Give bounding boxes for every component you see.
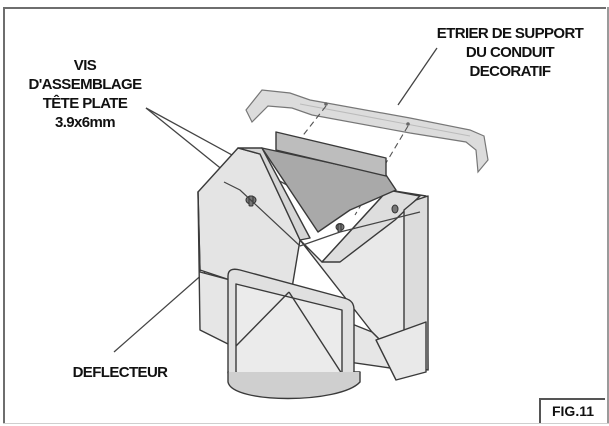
screw-label-line: 3.9x6mm	[54, 114, 116, 131]
bracket-label-line: DECORATIF	[469, 63, 552, 80]
screw-label-line: D'ASSEMBLAGE	[28, 76, 142, 93]
deflector-outlet	[227, 268, 361, 400]
screw-label-line: TÊTE PLATE	[42, 95, 128, 112]
bracket-label-line: DU CONDUIT	[465, 44, 555, 61]
deflector-label-line: DEFLECTEUR	[72, 364, 168, 381]
screw-icon	[391, 204, 399, 214]
figure-frame	[3, 7, 606, 423]
support-bracket	[245, 89, 489, 174]
figure-number: FIG.11	[539, 398, 605, 423]
deflector-label: DEFLECTEUR	[55, 363, 185, 382]
frame-right-edge	[607, 7, 609, 423]
screw-label: VIS D'ASSEMBLAGE TÊTE PLATE 3.9x6mm	[20, 56, 150, 132]
frame-bottom-edge	[3, 423, 609, 424]
bracket-label: ETRIER DE SUPPORT DU CONDUIT DECORATIF	[405, 24, 609, 81]
screw-label-line: VIS	[73, 57, 97, 74]
edge-rails	[223, 181, 421, 247]
bracket-label-line: ETRIER DE SUPPORT	[436, 25, 584, 42]
